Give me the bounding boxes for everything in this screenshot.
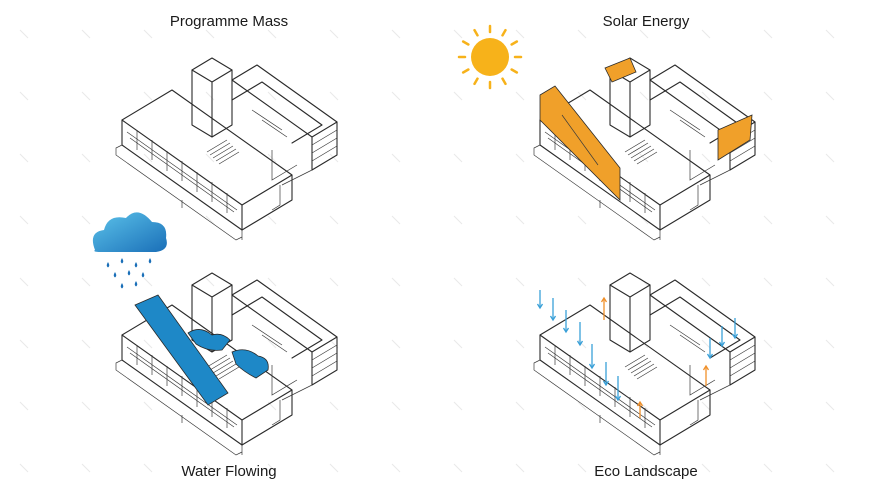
solar-panel-right: [717, 114, 753, 161]
raindrop: [141, 272, 145, 278]
down-arrow-icon: [588, 344, 596, 370]
down-arrow-icon: [614, 376, 622, 402]
raindrop: [134, 281, 138, 287]
down-arrow-icon: [562, 310, 570, 334]
water-pond-1: [187, 329, 231, 351]
solar-panel-top: [604, 57, 637, 83]
down-arrow-icon: [718, 326, 726, 348]
down-arrow-icon: [576, 322, 584, 347]
sun-ray: [473, 28, 479, 37]
sun-ray: [510, 68, 519, 74]
rain-cloud-icon: [92, 212, 167, 289]
title-water-flowing: Water Flowing: [181, 463, 277, 480]
sun-ray: [510, 40, 519, 46]
water-pond-2: [231, 349, 269, 379]
up-arrow-icon: [702, 364, 710, 386]
raindrop: [120, 283, 124, 289]
raindrop: [113, 272, 117, 278]
raindrop-icon: [106, 258, 152, 289]
title-eco-landscape: Eco Landscape: [594, 463, 698, 480]
up-arrow-icon: [636, 400, 644, 418]
sun-icon: [457, 24, 523, 90]
raindrop: [148, 258, 152, 264]
raindrop: [120, 258, 124, 264]
raindrop: [127, 270, 131, 276]
sun-ray: [461, 40, 470, 46]
down-arrow-icon: [731, 318, 739, 340]
title-solar-energy: Solar Energy: [602, 13, 690, 30]
down-arrow-icon: [706, 338, 714, 360]
up-arrow-icon: [600, 296, 608, 320]
solar-panel-left: [539, 85, 621, 201]
raindrop: [106, 262, 110, 268]
raindrop: [134, 262, 138, 268]
down-arrow-icon: [602, 362, 610, 387]
down-arrow-icon: [549, 298, 557, 322]
sun-ray: [501, 77, 507, 86]
sun-ray: [461, 68, 470, 74]
sun-ray: [473, 77, 479, 86]
building-sketch: [533, 272, 756, 456]
title-programme-mass: Programme Mass: [169, 13, 289, 30]
down-arrow-icon: [536, 290, 544, 310]
sun-ray: [501, 28, 507, 37]
water-roof-channel: [134, 294, 229, 406]
